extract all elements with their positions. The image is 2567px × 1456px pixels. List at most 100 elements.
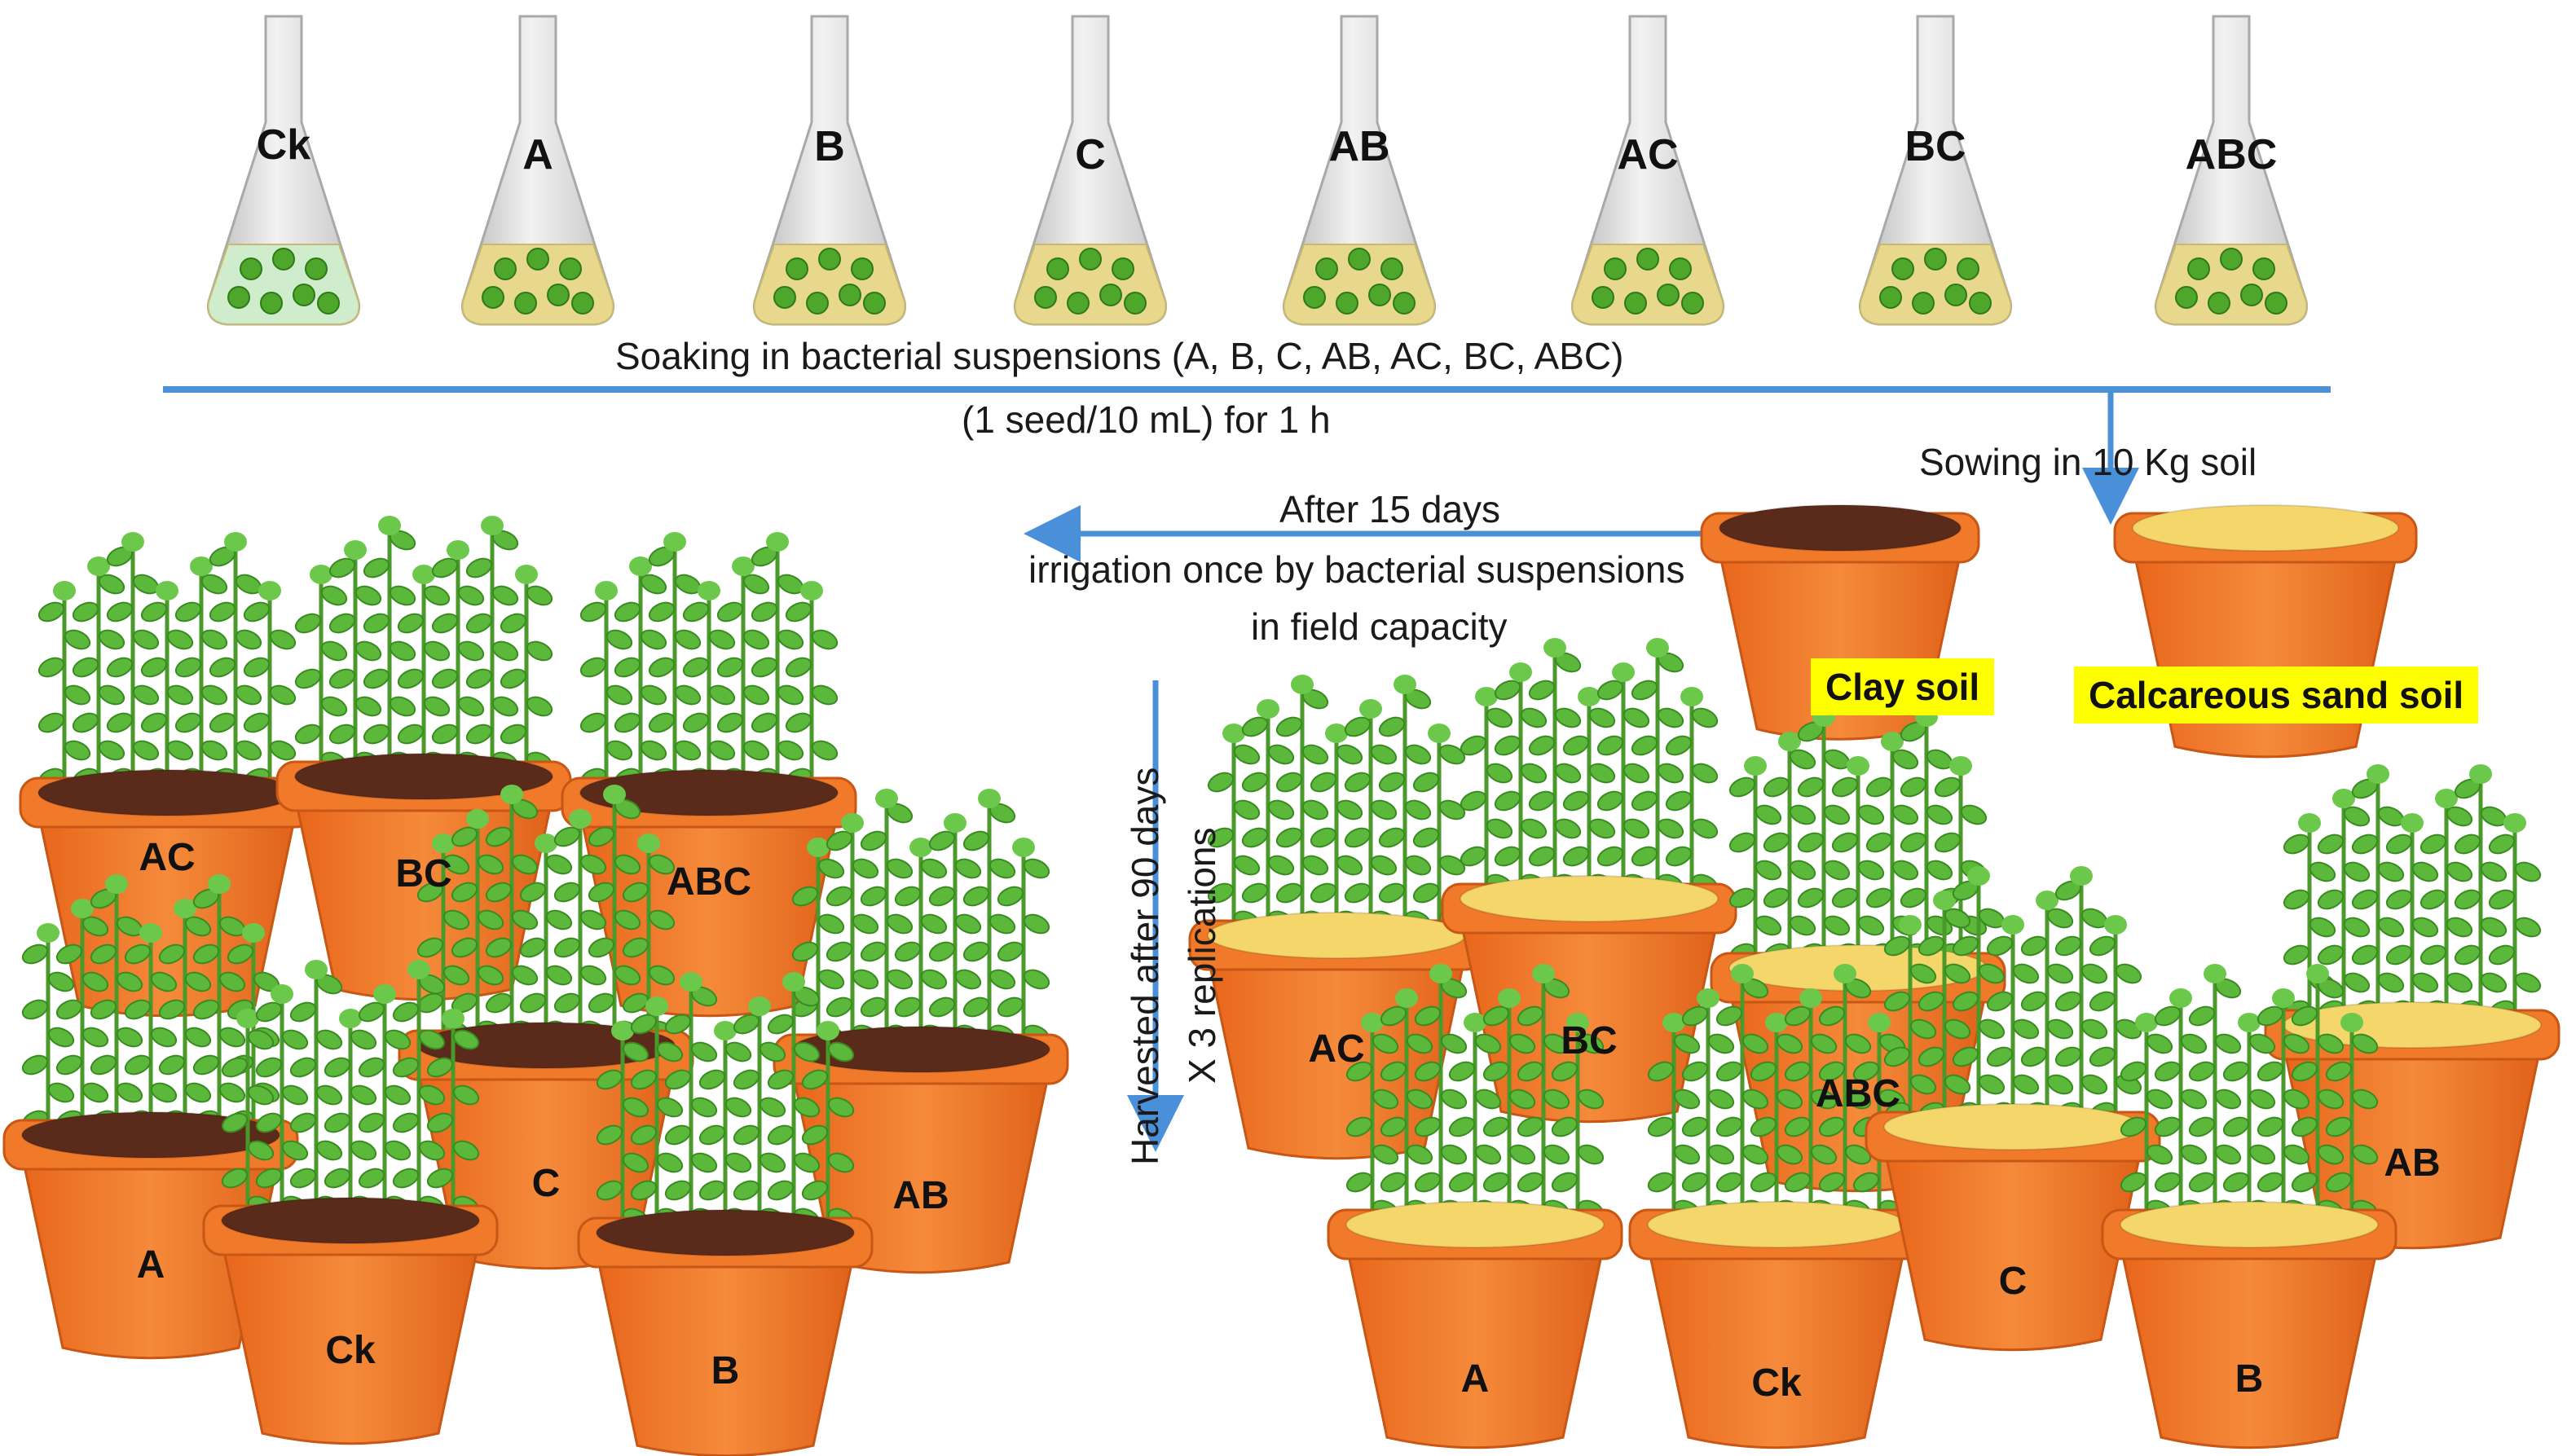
plant-cluster <box>1460 638 1719 908</box>
pot-label: A <box>136 1243 165 1287</box>
pot-label: C <box>1998 1260 2028 1303</box>
pot <box>1700 504 1980 741</box>
seed <box>1124 292 1147 315</box>
seed <box>317 292 340 315</box>
seed <box>839 284 861 306</box>
soil <box>2132 504 2399 552</box>
plant-cluster <box>294 516 553 786</box>
seed <box>1112 257 1134 280</box>
soil <box>21 1111 280 1159</box>
seed <box>1067 292 1090 315</box>
seed <box>773 286 796 309</box>
plant-cluster <box>2283 764 2542 1035</box>
pot <box>2 874 299 1360</box>
soil <box>579 769 839 816</box>
soil <box>1883 1103 2142 1150</box>
seed <box>2208 292 2230 315</box>
seed <box>1681 292 1704 315</box>
sowing-text: Sowing in 10 Kg soil <box>1919 441 2257 483</box>
pot-label: B <box>2235 1357 2264 1401</box>
seed <box>1657 284 1680 306</box>
plant-cluster <box>1207 675 1466 945</box>
pot <box>202 960 499 1445</box>
flask <box>460 15 615 326</box>
seed <box>1046 257 1069 280</box>
soil <box>1647 1201 1906 1248</box>
soaking-text: Soaking in bacterial suspensions (A, B, … <box>615 335 1624 377</box>
seed <box>1879 286 1902 309</box>
calcareous-soil-tag: Calcareous sand soil <box>2074 666 2479 724</box>
flask-label: AB <box>1328 123 1390 170</box>
seed <box>1303 286 1326 309</box>
flask <box>1570 15 1725 326</box>
pot <box>561 532 857 1018</box>
pot-label: ABC <box>667 860 751 904</box>
seed <box>1368 284 1391 306</box>
seed <box>786 257 808 280</box>
seed <box>260 292 283 315</box>
flask <box>752 15 907 326</box>
pot-label: Ck <box>325 1329 376 1372</box>
plant-cluster <box>579 532 839 803</box>
seed <box>1624 292 1647 315</box>
clay-soil-tag: Clay soil <box>1811 658 1995 715</box>
seed <box>526 248 549 271</box>
soil <box>37 769 297 816</box>
flask <box>2154 15 2309 326</box>
pot-label: C <box>531 1162 561 1205</box>
irrigation-subtext: in field capacity <box>1251 605 1508 648</box>
plant-cluster <box>2120 964 2379 1234</box>
seed <box>2220 248 2243 271</box>
soil <box>1207 912 1466 959</box>
flask-label: B <box>814 123 845 170</box>
seed <box>851 257 874 280</box>
pot-label: AC <box>139 836 196 879</box>
seed <box>1079 248 1102 271</box>
seed <box>1315 257 1338 280</box>
pot <box>19 532 315 1018</box>
seed <box>2252 257 2275 280</box>
seed <box>305 257 328 280</box>
seed <box>1969 292 1992 315</box>
soil <box>1345 1201 1605 1248</box>
flask <box>1282 15 1437 326</box>
seed <box>1034 286 1057 309</box>
flask-label: AC <box>1617 131 1679 178</box>
seed <box>2240 284 2263 306</box>
seed <box>1393 292 1416 315</box>
harvest-text: Harvested after 90 days <box>1124 767 1166 1165</box>
flask-label: BC <box>1904 123 1966 170</box>
flask <box>206 15 361 326</box>
seed <box>1380 257 1403 280</box>
pot <box>1628 964 1925 1449</box>
pot-label: ABC <box>1816 1072 1900 1115</box>
pot-label: A <box>1460 1357 1490 1401</box>
pot <box>577 972 874 1456</box>
flask-label: A <box>522 131 553 178</box>
seed <box>1336 292 1358 315</box>
pot-groups <box>2 504 2560 1456</box>
seed <box>559 257 582 280</box>
soil <box>1460 875 1719 922</box>
seed <box>494 257 517 280</box>
seed <box>514 292 537 315</box>
flask <box>1858 15 2013 326</box>
seed <box>2175 286 2198 309</box>
pot-label: BC <box>1561 1019 1618 1062</box>
seed <box>1957 257 1979 280</box>
seed <box>1891 257 1914 280</box>
seed <box>571 292 594 315</box>
soil <box>596 1209 855 1256</box>
soaking-subtext: (1 seed/10 mL) for 1 h <box>962 398 1331 441</box>
seed <box>1348 248 1371 271</box>
plant-cluster <box>1728 707 1988 978</box>
flask <box>1013 15 1168 326</box>
pot-label: AC <box>1308 1027 1365 1071</box>
seed <box>1669 257 1692 280</box>
pot-label: AB <box>892 1174 949 1217</box>
seed <box>482 286 504 309</box>
seed <box>240 257 262 280</box>
seed <box>1604 257 1627 280</box>
